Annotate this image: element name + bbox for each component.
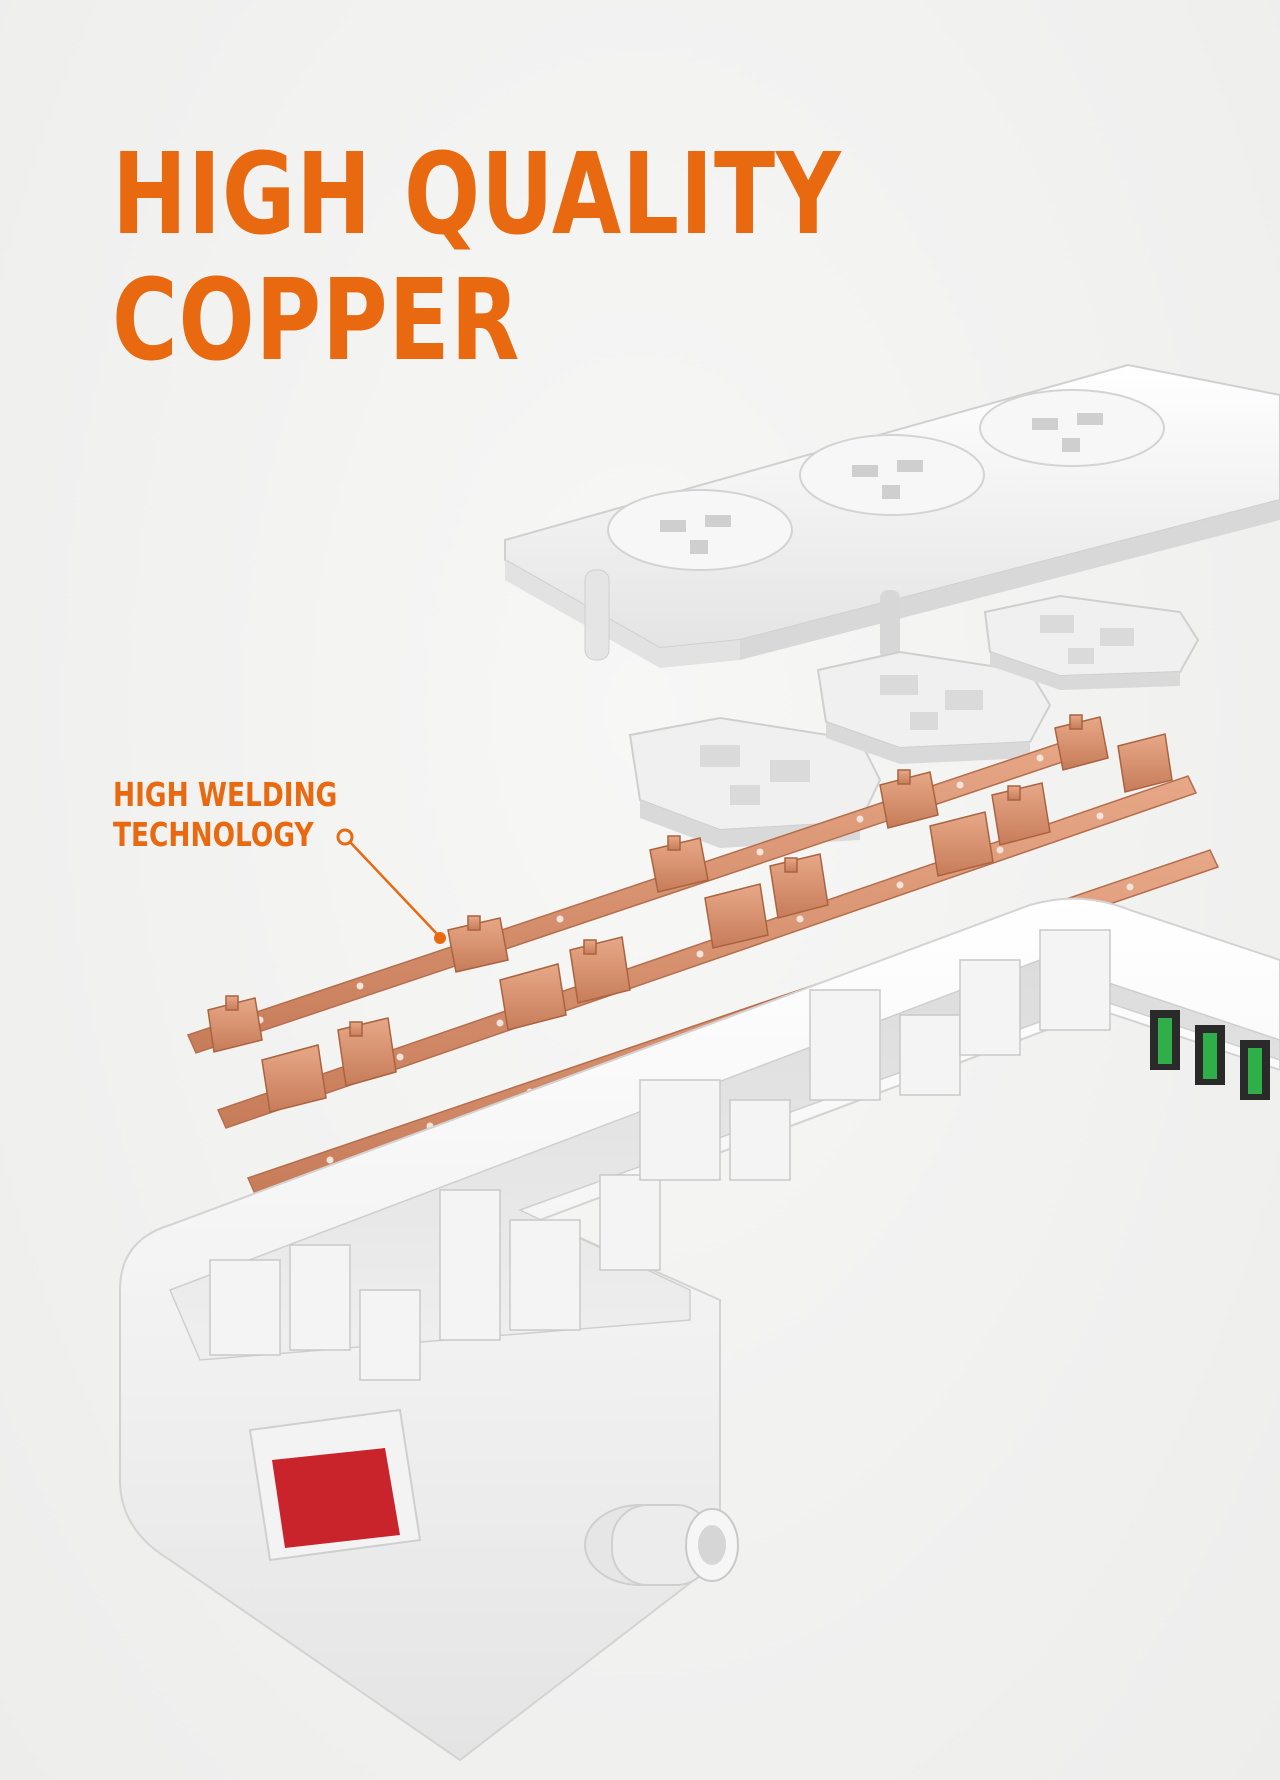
- copper-contact-set-3: [649, 835, 829, 949]
- socket-face-2: [799, 434, 985, 516]
- power-switch: [248, 1408, 422, 1562]
- cable-inlet: [584, 1504, 739, 1586]
- status-indicator-row: [1150, 1010, 1270, 1100]
- copper-contact-set-2: [447, 915, 631, 1031]
- callout-line-1: HIGH WELDING: [113, 775, 338, 814]
- copper-contact-set-1: [207, 995, 397, 1113]
- headline-line-2: COPPER: [112, 256, 521, 386]
- bottom-housing: [119, 897, 1280, 1762]
- socket-insert-2: [816, 650, 1052, 764]
- socket-face-3: [979, 389, 1165, 467]
- top-cover: [504, 363, 1280, 668]
- copper-contact-set-4: [879, 769, 1051, 877]
- socket-face-1: [607, 489, 793, 571]
- headline: HIGH QUALITY COPPER: [112, 132, 842, 384]
- callout-line-2: TECHNOLOGY: [113, 815, 314, 854]
- welding-callout-label: HIGH WELDING TECHNOLOGY: [113, 775, 337, 855]
- headline-line-1: HIGH QUALITY: [112, 130, 842, 260]
- callout-pointer: [336, 828, 446, 944]
- copper-contact-set-5: [1054, 714, 1173, 793]
- internal-housing-ribs: [209, 929, 1111, 1381]
- socket-insert-3: [983, 594, 1200, 690]
